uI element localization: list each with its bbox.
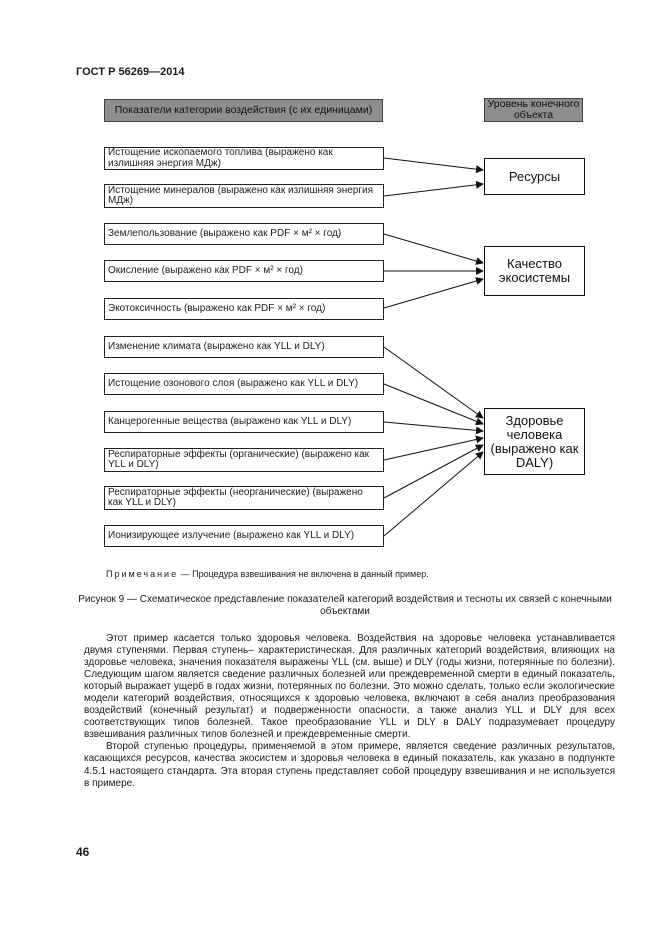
endpoint-resources: Ресурсы	[484, 158, 585, 195]
indicator-climate-change: Изменение климата (выражено как YLL и DL…	[104, 336, 384, 358]
arrow-carcinogens-to-health	[383, 421, 484, 435]
indicator-ionizing-radiation: Ионизирующее излучение (выражено как YLL…	[104, 525, 384, 547]
paragraph: Второй ступенью процедуры, применяемой в…	[84, 741, 615, 789]
arrow-organic-to-health	[383, 435, 484, 461]
arrow-landuse-to-ecosystem	[383, 233, 484, 265]
figure-note: Примечание — Процедура взвешивания не вк…	[106, 569, 429, 579]
endpoint-ecosystem-quality: Качество экосистемы	[484, 246, 585, 296]
indicator-ozone-depletion: Истощение озонового слоя (выражено как Y…	[104, 373, 384, 395]
endpoints-header: Уровень конечного объекта	[484, 98, 583, 122]
indicator-land-use: Землепользование (выражено как PDF × м² …	[104, 223, 384, 245]
indicator-ecotoxicity: Экотоксичность (выражено как PDF × м² × …	[104, 298, 384, 320]
arrow-inorganic-to-health	[383, 444, 484, 499]
note-label: Примечание	[106, 569, 179, 579]
endpoint-human-health: Здоровье человека (выражено как DALY)	[484, 408, 585, 475]
figure-caption: Рисунок 9 — Схематическое представление …	[78, 594, 612, 617]
indicator-fossil-fuel-depletion: Истощение ископаемого топлива (выражено …	[104, 147, 384, 170]
arrow-ozone-to-health	[383, 383, 484, 426]
indicator-mineral-depletion: Истощение минералов (выражено как излишн…	[104, 184, 384, 208]
indicators-header: Показатели категории воздействия (с их е…	[104, 99, 383, 122]
body-text: Этот пример касается только здоровья чел…	[84, 633, 615, 790]
note-text: — Процедура взвешивания не включена в да…	[180, 569, 429, 579]
paragraph: Этот пример касается только здоровья чел…	[84, 633, 615, 741]
indicator-respiratory-inorganic: Респираторные эффекты (неорганические) (…	[104, 486, 384, 510]
indicator-carcinogens: Канцерогенные вещества (выражено как YLL…	[104, 411, 384, 433]
indicator-acidification: Окисление (выражено как PDF × м² × год)	[104, 260, 384, 282]
arrow-radiation-to-health	[383, 451, 484, 537]
document-header: ГОСТ Р 56269—2014	[76, 66, 185, 78]
arrow-fossil-to-resources	[383, 157, 484, 174]
arrow-climate-to-health	[383, 346, 484, 419]
arrow-minerals-to-resources	[383, 180, 484, 197]
indicator-respiratory-organic: Респираторные эффекты (органические) (вы…	[104, 448, 384, 472]
arrow-ecotoxicity-to-ecosystem	[383, 277, 484, 309]
page-number: 46	[76, 845, 90, 859]
